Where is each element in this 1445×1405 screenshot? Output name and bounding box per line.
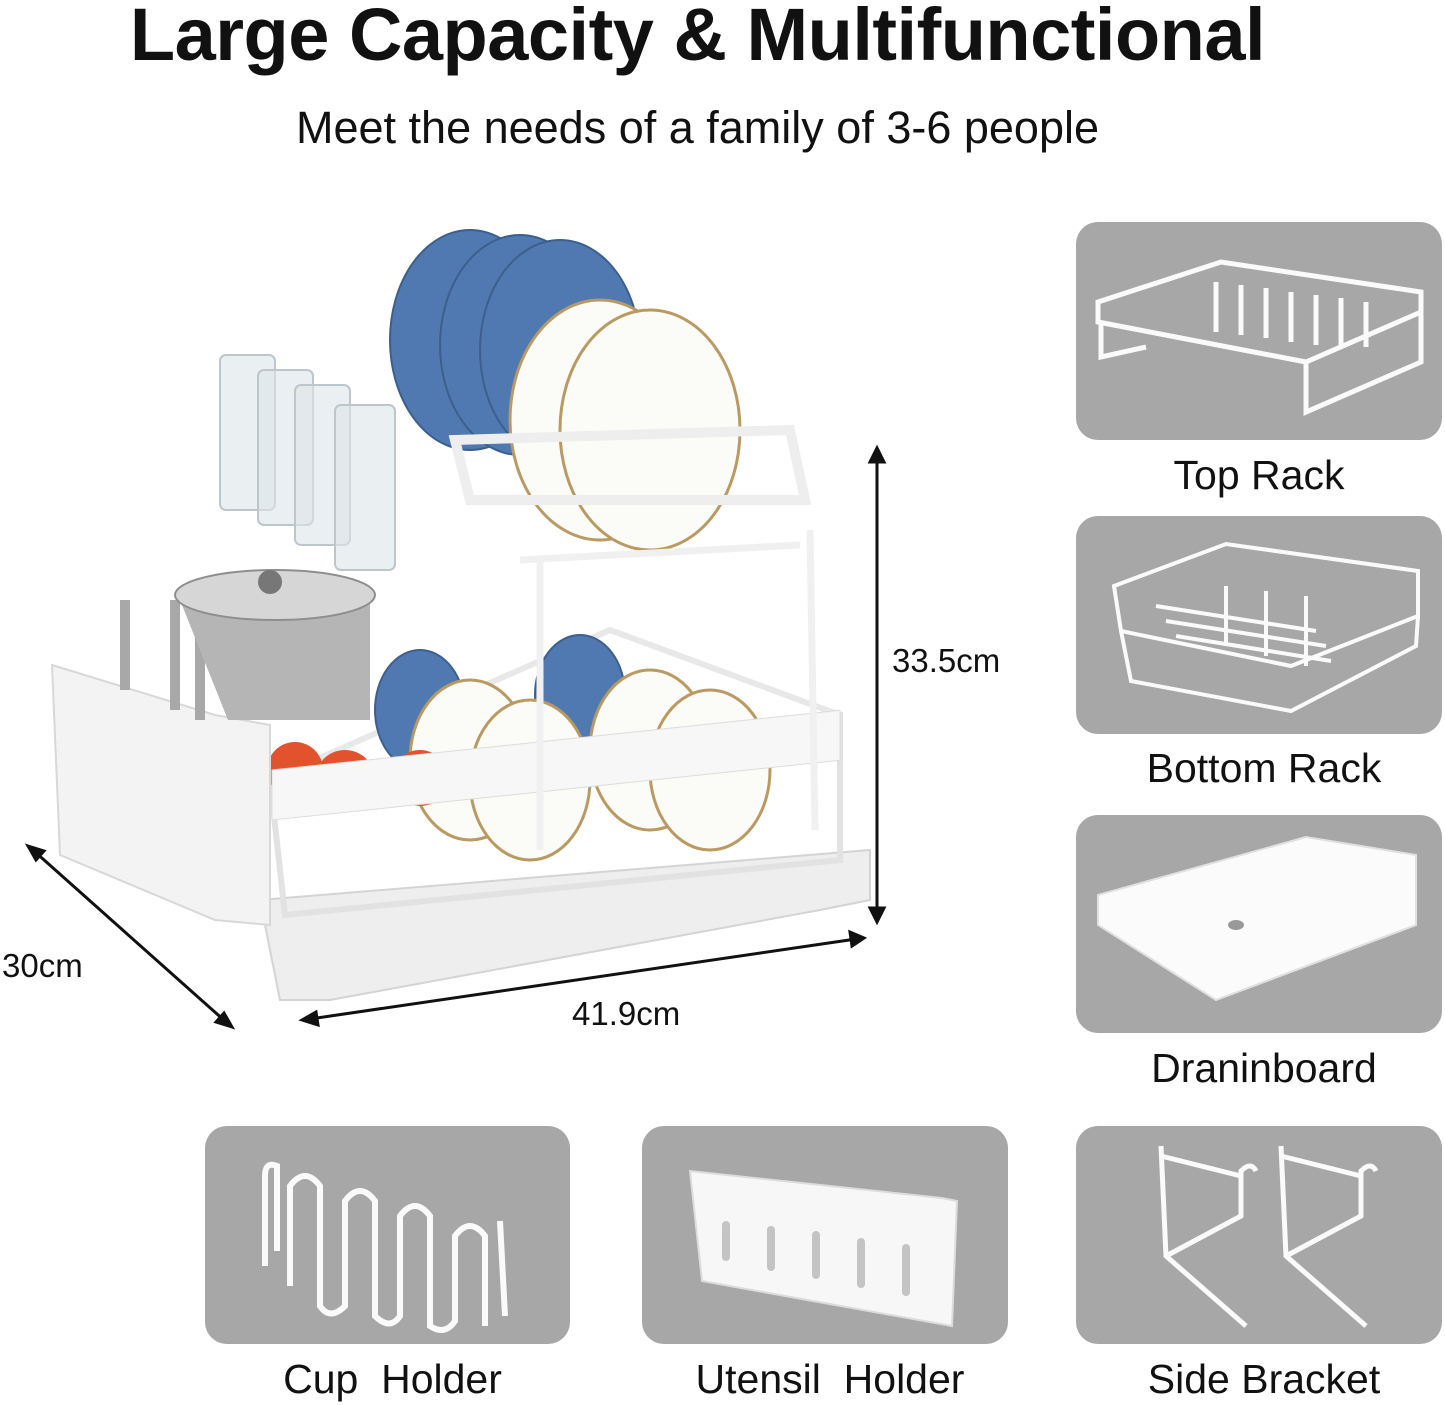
bottom-rack-label: Bottom Rack: [1146, 745, 1382, 791]
side-bracket-label: Side Bracket: [1147, 1356, 1381, 1402]
drainboard-image: [1076, 815, 1442, 1033]
drainboard-label: Draninboard: [1151, 1045, 1377, 1091]
side-bracket-image: [1076, 1126, 1442, 1344]
utensil-holder-label: Utensil Holder: [695, 1356, 965, 1402]
page-title: Large Capacity & Multifunctional: [129, 0, 1266, 76]
dish-rack-product-image: [24, 229, 887, 1030]
bottom-rack-image: [1076, 516, 1442, 734]
height-dimension-label: 33.5cm: [892, 642, 1001, 679]
cup-holder-image: [205, 1126, 570, 1344]
utensil-holder-image: [642, 1126, 1008, 1344]
top-rack-image: [1076, 222, 1442, 440]
page-subtitle: Meet the needs of a family of 3-6 people: [296, 102, 1099, 153]
width-dimension-label: 41.9cm: [572, 995, 681, 1032]
cup-holder-label: Cup Holder: [283, 1356, 502, 1402]
depth-dimension-label: 30cm: [2, 947, 83, 984]
top-rack-label: Top Rack: [1173, 452, 1345, 498]
dimension-arrows: [24, 444, 887, 1030]
